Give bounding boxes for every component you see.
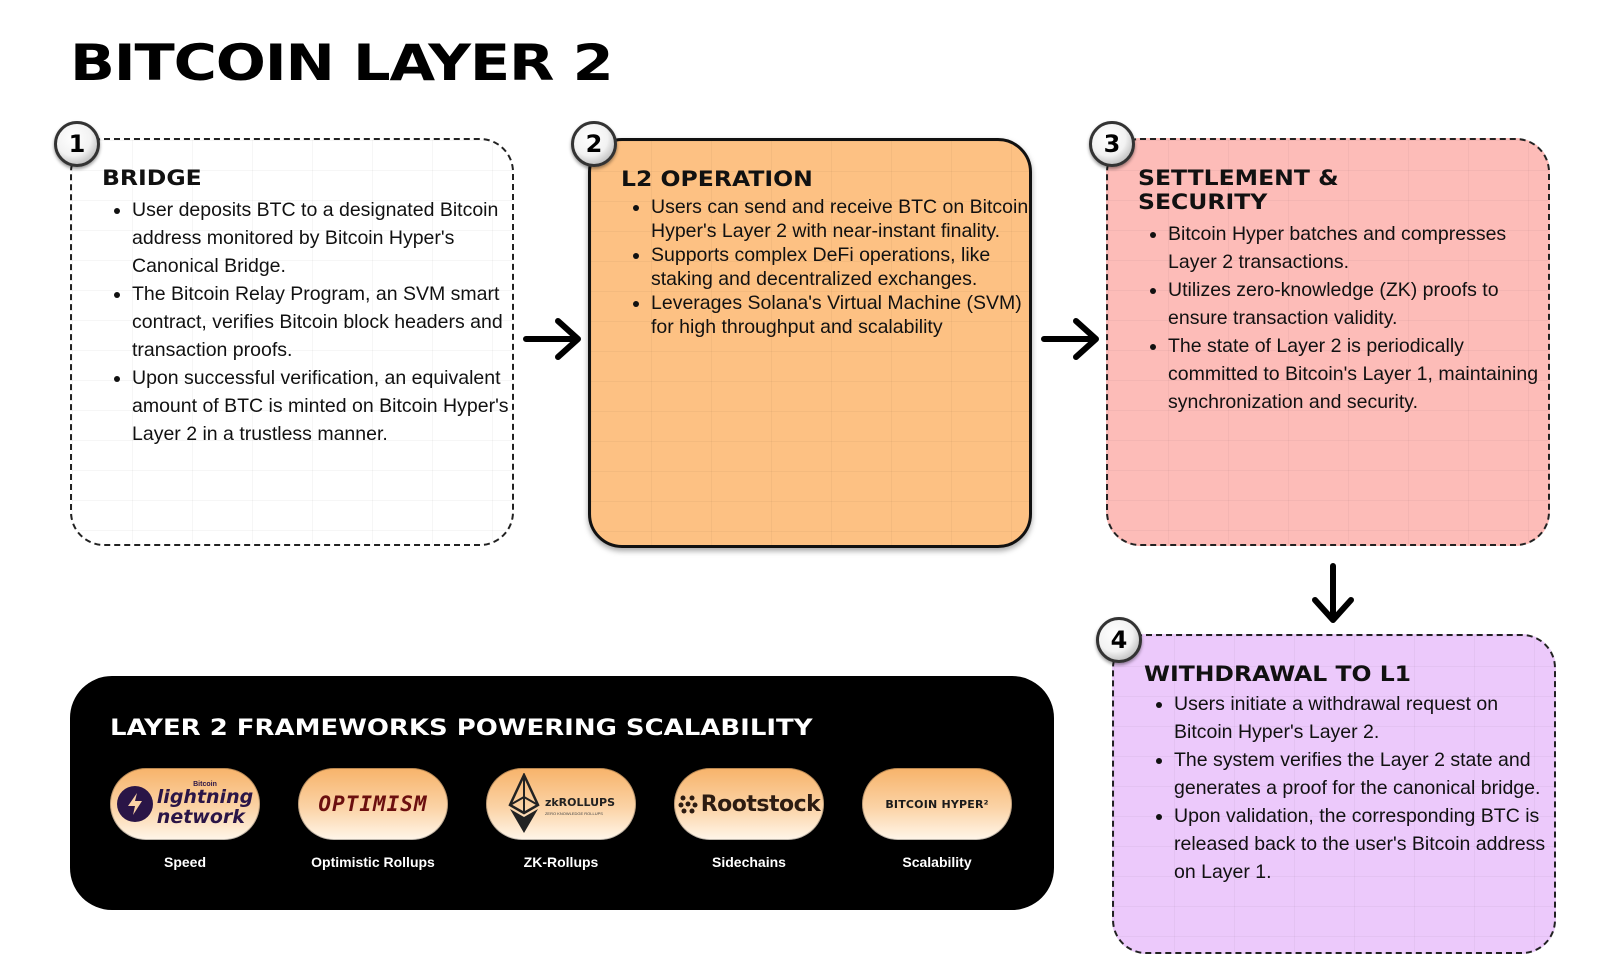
rootstock-logo: Rootstock — [674, 768, 824, 840]
framework-label: ZK-Rollups — [523, 854, 599, 870]
arrow-right-icon — [523, 318, 581, 360]
bullet-item: Users initiate a withdrawal request on B… — [1174, 690, 1554, 746]
bullet-item: The state of Layer 2 is periodically com… — [1168, 332, 1548, 416]
step-3-badge: 3 — [1089, 121, 1135, 167]
framework-label: Optimistic Rollups — [311, 854, 435, 870]
frameworks-panel: LAYER 2 FRAMEWORKS POWERING SCALABILITY … — [70, 676, 1054, 910]
arrow-down-icon — [1312, 563, 1354, 623]
step-4-badge: 4 — [1096, 617, 1142, 663]
ethereum-icon — [508, 773, 540, 833]
bullet-list: User deposits BTC to a designated Bitcoi… — [102, 196, 512, 448]
framework-optimism: OPTIMISM Optimistic Rollups — [298, 768, 448, 870]
frameworks-panel-title: LAYER 2 FRAMEWORKS POWERING SCALABILITY — [110, 716, 813, 741]
arrow-right-icon — [1041, 318, 1099, 360]
step-card-withdrawal: WITHDRAWAL TO L1 Users initiate a withdr… — [1112, 634, 1556, 954]
lightning-network-logo: Bitcoin lightning network — [110, 768, 260, 840]
bullet-item: Bitcoin Hyper batches and compresses Lay… — [1168, 220, 1548, 276]
step-heading: SETTLEMENT & — [1138, 166, 1339, 190]
page-title: BITCOIN LAYER 2 — [70, 34, 614, 92]
step-1-badge: 1 — [54, 121, 100, 167]
bullet-item: Supports complex DeFi operations, like s… — [651, 243, 1029, 291]
bullet-item: The system verifies the Layer 2 state an… — [1174, 746, 1554, 802]
lightning-bolt-icon — [116, 786, 153, 822]
framework-label: Sidechains — [712, 854, 786, 870]
framework-bitcoin-hyper: BITCOIN HYPER² Scalability — [862, 768, 1012, 870]
bullet-item: Users can send and receive BTC on Bitcoi… — [651, 195, 1029, 243]
bullet-list: Users can send and receive BTC on Bitcoi… — [621, 195, 1029, 339]
bullet-list: Users initiate a withdrawal request on B… — [1144, 690, 1554, 886]
framework-label: Scalability — [902, 854, 972, 870]
step-heading: BRIDGE — [102, 166, 202, 190]
bullet-item: Upon successful verification, an equival… — [132, 364, 512, 448]
framework-rootstock: Rootstock Sidechains — [674, 768, 824, 870]
bullet-item: User deposits BTC to a designated Bitcoi… — [132, 196, 512, 280]
framework-label: Speed — [163, 854, 206, 870]
step-heading: SECURITY — [1138, 190, 1268, 214]
framework-lightning: Bitcoin lightning network Speed — [110, 768, 260, 870]
zkrollups-logo: zkROLLUPS ZERO KNOWLEDGE ROLLUPS — [486, 768, 636, 840]
optimism-logo: OPTIMISM — [298, 768, 448, 840]
step-card-settlement-security: SETTLEMENT & SECURITY Bitcoin Hyper batc… — [1106, 138, 1550, 546]
step-2-badge: 2 — [571, 121, 617, 167]
bullet-item: Leverages Solana's Virtual Machine (SVM)… — [651, 291, 1029, 339]
step-card-bridge: BRIDGE User deposits BTC to a designated… — [70, 138, 514, 546]
frameworks-list: Bitcoin lightning network Speed OPTIMISM… — [110, 768, 1012, 870]
rootstock-icon — [678, 795, 698, 814]
step-card-l2-operation: L2 OPERATION Users can send and receive … — [588, 138, 1032, 548]
bullet-item: Utilizes zero-knowledge (ZK) proofs to e… — [1168, 276, 1548, 332]
step-heading: L2 OPERATION — [621, 167, 813, 191]
step-heading: WITHDRAWAL TO L1 — [1144, 662, 1412, 686]
bitcoin-hyper-logo: BITCOIN HYPER² — [862, 768, 1012, 840]
bullet-item: The Bitcoin Relay Program, an SVM smart … — [132, 280, 512, 364]
bullet-item: Upon validation, the corresponding BTC i… — [1174, 802, 1554, 886]
framework-zkrollups: zkROLLUPS ZERO KNOWLEDGE ROLLUPS ZK-Roll… — [486, 768, 636, 870]
bullet-list: Bitcoin Hyper batches and compresses Lay… — [1138, 220, 1548, 416]
